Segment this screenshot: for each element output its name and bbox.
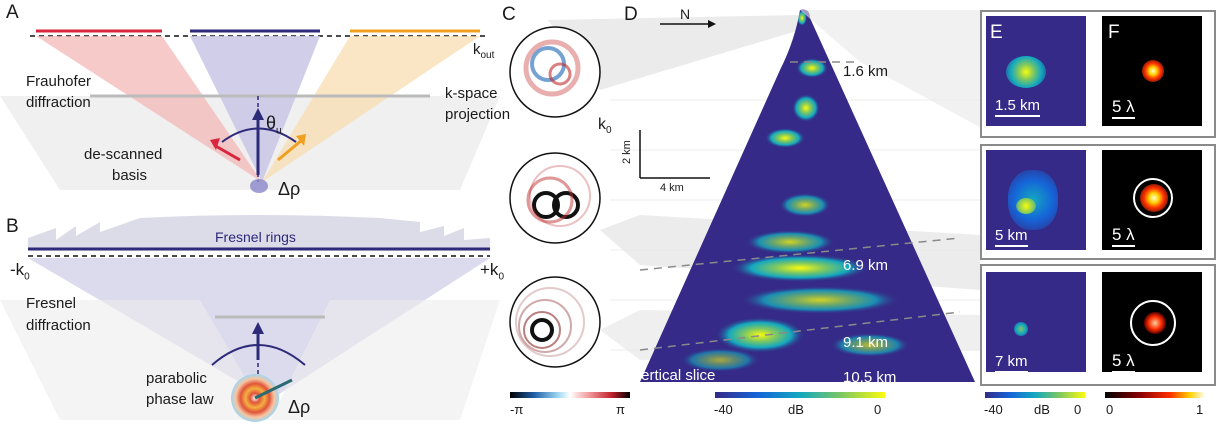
psf-ring-3 bbox=[1130, 300, 1176, 346]
panel-ef-graphics bbox=[800, 10, 1205, 398]
psf-f-1 bbox=[1102, 16, 1202, 126]
f-scale-2: 5 λ bbox=[1112, 226, 1135, 247]
red-beam bbox=[36, 36, 262, 182]
panel-label-f: F bbox=[1108, 22, 1120, 43]
fresnel-label-2: diffraction bbox=[26, 317, 91, 334]
frauhofer-label-2: diffraction bbox=[26, 94, 91, 111]
descanned-label-1: de-scanned bbox=[84, 146, 163, 163]
kout-label: kout bbox=[473, 41, 495, 61]
e-scale-3: 7 km bbox=[995, 354, 1028, 373]
delta-rho-b: Δρ bbox=[288, 397, 311, 417]
vertical-slice-label: Vertical slice bbox=[632, 367, 716, 384]
depth-4: 10.5 km bbox=[843, 369, 897, 386]
navy-beam bbox=[190, 36, 320, 182]
f-scale-1: 5 λ bbox=[1112, 98, 1135, 119]
north-label: N bbox=[680, 6, 691, 22]
panel-label-b: B bbox=[6, 216, 19, 237]
db-colorbar-d bbox=[715, 392, 885, 398]
panel-label-d: D bbox=[624, 4, 638, 25]
map-e-3 bbox=[986, 272, 1086, 372]
delta-rho-a: Δρ bbox=[278, 179, 301, 199]
panel-c-graphics bbox=[509, 15, 800, 398]
fresnel-rings-label: Fresnel rings bbox=[215, 229, 296, 245]
panel-d-graphics bbox=[600, 9, 980, 398]
k0-label-c: k0 bbox=[598, 116, 612, 137]
frauhofer-label-1: Frauhofer bbox=[26, 73, 92, 90]
f-scale-3: 5 λ bbox=[1112, 352, 1135, 373]
source-blob-a bbox=[250, 179, 268, 193]
f-cbar-min: 0 bbox=[1106, 402, 1114, 417]
map-e-1 bbox=[986, 16, 1086, 126]
orange-beam bbox=[262, 36, 480, 182]
phase-colorbar bbox=[510, 392, 630, 398]
psf-f-2 bbox=[1102, 150, 1202, 250]
d-cbar-min: -40 bbox=[714, 402, 733, 417]
theta-label: θu bbox=[266, 113, 282, 137]
panel-label-a: A bbox=[6, 2, 19, 23]
depth-1: 1.6 km bbox=[843, 63, 889, 80]
fresnel-label-1: Fresnel bbox=[26, 295, 77, 312]
minus-k0-label: -k0 bbox=[10, 260, 30, 283]
panel-label-c: C bbox=[502, 4, 516, 25]
phase-cbar-max: π bbox=[616, 402, 625, 417]
fresnel-ring-profile bbox=[28, 215, 490, 249]
scale-vertical-label: 2 km bbox=[621, 140, 633, 164]
red-arrow bbox=[213, 143, 241, 162]
kspace-label-1: k-space bbox=[445, 85, 498, 102]
panel-a-graphics bbox=[0, 29, 500, 193]
e-cbar-max: 0 bbox=[1074, 402, 1082, 417]
db-colorbar-e bbox=[985, 392, 1085, 398]
phase-cbar-min: -π bbox=[510, 402, 524, 417]
panel-b-graphics bbox=[0, 215, 500, 422]
psf-f-3 bbox=[1102, 272, 1202, 372]
plus-k0-label: +k0 bbox=[480, 260, 504, 283]
depth-3: 9.1 km bbox=[843, 334, 889, 351]
orange-arrow bbox=[277, 138, 303, 162]
d-cbar-max: 0 bbox=[874, 402, 882, 417]
e-cbar-min: -40 bbox=[984, 402, 1003, 417]
parabolic-label-2: phase law bbox=[146, 391, 214, 408]
hot-colorbar-f bbox=[1105, 392, 1205, 398]
f-cbar-max: 1 bbox=[1196, 402, 1204, 417]
descanned-label-2: basis bbox=[112, 167, 148, 184]
kspace-circle-3 bbox=[509, 276, 601, 368]
d-cbar-unit: dB bbox=[788, 402, 804, 417]
panel-label-e: E bbox=[990, 22, 1003, 43]
psf-ring-2 bbox=[1133, 178, 1173, 218]
kspace-label-2: projection bbox=[445, 106, 511, 123]
e-cbar-unit: dB bbox=[1034, 402, 1050, 417]
scale-horizontal-label: 4 km bbox=[660, 182, 684, 194]
parabolic-label-1: parabolic bbox=[146, 370, 207, 387]
map-e-2 bbox=[986, 150, 1086, 250]
e-scale-1: 1.5 km bbox=[995, 98, 1041, 117]
depth-2: 6.9 km bbox=[843, 257, 889, 274]
e-scale-2: 5 km bbox=[995, 228, 1028, 247]
